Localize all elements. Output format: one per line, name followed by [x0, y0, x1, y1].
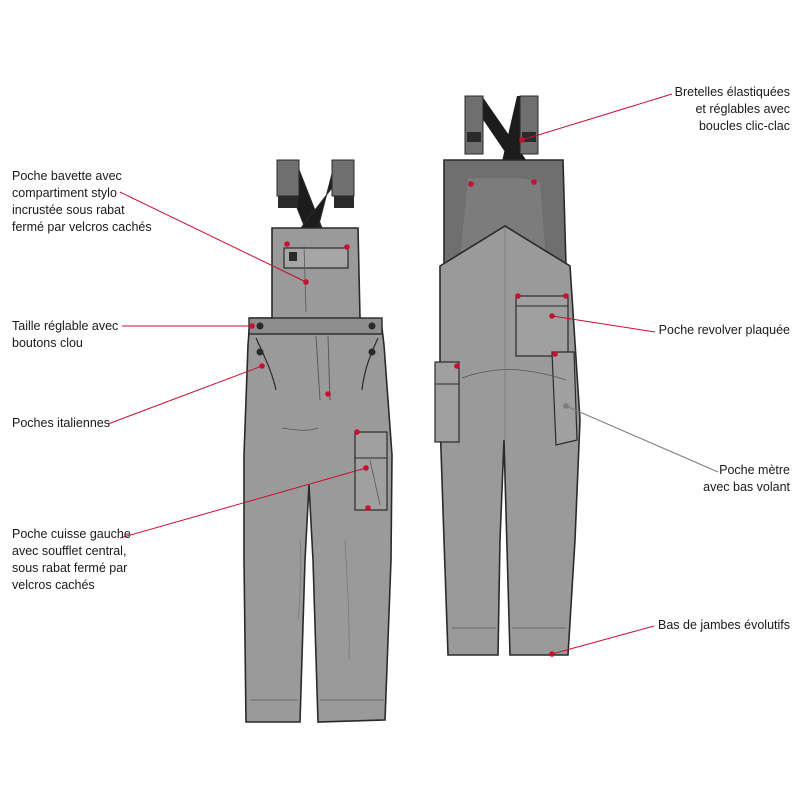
leader-rule-pocket — [565, 405, 719, 473]
leader-thigh-pocket — [119, 467, 367, 539]
callout-waist: Taille réglable avec boutons clou — [12, 318, 118, 352]
front-waistband — [248, 317, 383, 335]
callout-line: avec bas volant — [703, 480, 790, 494]
leader-back-pocket — [551, 315, 656, 333]
front-thigh-pocket — [354, 431, 388, 511]
callout-line: avec soufflet central, — [12, 544, 127, 558]
front-bib-pocket — [283, 247, 349, 269]
callout-line: Poches italiennes — [12, 416, 110, 430]
callout-line: velcros cachés — [12, 578, 95, 592]
callout-line: Poche bavette avec — [12, 169, 122, 183]
marker-dots — [249, 137, 569, 657]
callout-line: et réglables avec — [695, 102, 790, 116]
callout-thigh-pocket: Poche cuisse gauche avec soufflet centra… — [12, 526, 131, 594]
callout-straps: Bretelles élastiquées et réglables avec … — [675, 84, 790, 135]
callout-back-pocket: Poche revolver plaquée — [659, 322, 790, 339]
leader-lines — [107, 93, 719, 655]
leader-bib-pocket — [119, 191, 307, 283]
back-revolver-pocket — [515, 295, 569, 357]
front-view — [243, 159, 393, 723]
callout-line: Taille réglable avec — [12, 319, 119, 333]
front-straps — [276, 159, 355, 229]
callout-line: boucles clic-clac — [698, 119, 790, 133]
callout-line: fermé par velcros cachés — [12, 220, 152, 234]
back-rule-pocket — [551, 351, 578, 446]
callout-line: sous rabat fermé par — [12, 561, 128, 575]
callout-bib-pocket: Poche bavette avec compartiment stylo in… — [12, 168, 152, 236]
callout-line: compartiment stylo — [12, 186, 117, 200]
back-view — [434, 95, 581, 656]
callout-leg-hems: Bas de jambes évolutifs — [658, 617, 790, 634]
leader-leg-hems — [551, 625, 655, 655]
callout-line: Poche revolver plaquée — [658, 323, 790, 337]
callout-line: Bas de jambes évolutifs — [657, 618, 790, 632]
callout-line: Poche cuisse gauche — [12, 527, 131, 541]
leader-straps — [521, 93, 673, 141]
callout-italian-pockets: Poches italiennes — [12, 415, 110, 432]
leader-italian-pockets — [107, 365, 263, 425]
callout-rule-pocket: Poche mètre avec bas volant — [703, 462, 790, 496]
callout-line: Poche mètre — [719, 463, 790, 477]
callout-line: Bretelles élastiquées — [674, 85, 790, 99]
callout-line: incrustée sous rabat — [12, 203, 125, 217]
callout-line: boutons clou — [12, 336, 83, 350]
